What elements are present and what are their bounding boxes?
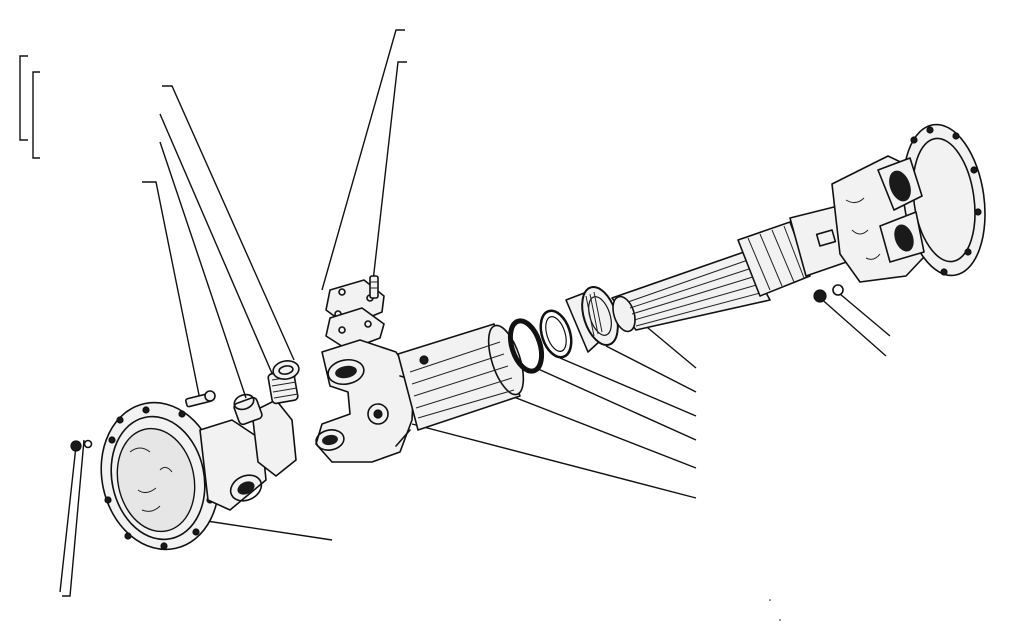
leader-line-7	[199, 519, 333, 541]
leader-lines	[59, 29, 891, 597]
leader-line-1	[162, 85, 295, 361]
cross-journal-spider	[233, 360, 300, 477]
leader-line-17	[839, 293, 891, 337]
nut-washer-right	[813, 284, 844, 303]
bearing-cap	[267, 360, 300, 405]
grease-fitting-bolt	[185, 390, 216, 408]
leader-line-16	[817, 295, 887, 357]
left-housing-flange	[100, 401, 267, 551]
leader-line-15	[411, 423, 697, 499]
nut-washer-left	[70, 439, 93, 452]
locking-pin	[369, 275, 379, 299]
yoke	[315, 339, 415, 463]
leader-line-3	[159, 141, 247, 399]
bearing-ring	[565, 286, 619, 353]
bracket-marks	[19, 55, 40, 159]
leader-line-2	[159, 113, 275, 379]
gasket-plate	[325, 279, 385, 351]
leader-line-11	[605, 345, 697, 393]
leader-line-4	[142, 181, 201, 401]
splined-shaft	[611, 203, 865, 333]
splined-sleeve-tube	[397, 323, 525, 431]
leader-line-8	[62, 439, 85, 597]
leader-line-13	[535, 367, 697, 441]
stray-marks	[769, 599, 781, 621]
seal-ring	[539, 309, 573, 359]
leader-line-9	[59, 445, 77, 593]
right-differential-housing	[831, 123, 986, 283]
leader-line-6	[371, 61, 407, 291]
snap-ring	[507, 318, 545, 374]
leader-line-5	[321, 29, 405, 291]
leader-line-12	[559, 357, 697, 417]
